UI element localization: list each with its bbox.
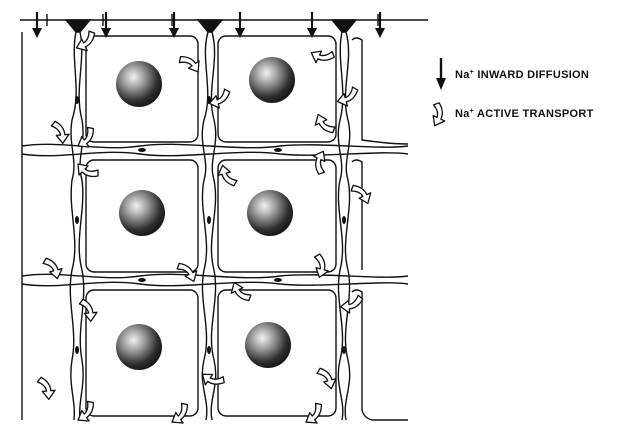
tight-junction-1 (66, 20, 90, 32)
hollow-curved-arrow-icon (216, 165, 240, 186)
nucleus-r2c1 (119, 190, 165, 236)
hollow-curved-arrow-icon (230, 282, 253, 301)
solid-down-arrow-icon (307, 12, 317, 38)
hollow-curved-arrow-icon (337, 84, 358, 108)
nucleus-r1c2 (249, 57, 295, 103)
hollow-curved-arrow-icon (314, 114, 337, 133)
hollow-curved-arrow-icon (40, 258, 64, 279)
hollow-curved-arrow-icon (178, 56, 200, 72)
hollow-curved-arrow-icon (172, 402, 188, 424)
nucleus-r1c1 (116, 61, 162, 107)
hollow-curved-arrow-icon (202, 371, 224, 387)
hollow-curved-arrow-icon (341, 291, 363, 314)
nucleus-r3c2 (245, 322, 291, 368)
junction-horizontal-1b (22, 152, 408, 155)
hollow-curved-arrow-icon (314, 368, 338, 389)
desmosomes (75, 96, 346, 354)
legend: Na+ INWARD DIFFUSION Na+ ACTIVE TRANSPOR… (428, 58, 594, 126)
junction-vertical-mid (202, 32, 208, 420)
hollow-curved-arrow-icon (47, 121, 70, 143)
hollow-curved-arrow-icon (306, 402, 322, 424)
legend-item-inward-diffusion: Na+ INWARD DIFFUSION (436, 58, 589, 90)
solid-down-arrow-icon (436, 58, 446, 90)
junction-vertical-left (70, 32, 76, 420)
solid-down-arrow-icon (375, 12, 385, 38)
cell-fragment-right (352, 38, 408, 420)
tight-junction-3 (332, 20, 356, 32)
hollow-curved-arrow-icon (349, 185, 372, 204)
junction-vertical-right (338, 32, 343, 420)
junction-vertical-left-b (79, 32, 84, 420)
solid-down-arrow-icon (32, 12, 42, 38)
epithelium-tissue (20, 14, 428, 420)
hollow-curved-arrow-icon (33, 377, 56, 399)
junction-vertical-right-b (345, 32, 350, 420)
legend-item-active-transport: Na+ ACTIVE TRANSPORT (428, 103, 594, 126)
solid-down-arrow-icon (169, 12, 179, 38)
hollow-curved-arrow-icon (428, 103, 447, 126)
hollow-curved-arrow-icon (311, 46, 334, 65)
nucleus-r2c2 (247, 190, 293, 236)
junction-vertical-mid-b (211, 32, 216, 420)
legend-label-active-transport: Na+ ACTIVE TRANSPORT (455, 108, 594, 120)
hollow-curved-arrow-icon (75, 299, 98, 321)
solid-down-arrow-icon (235, 12, 245, 38)
hollow-curved-arrow-icon (309, 254, 330, 278)
tight-junction-2 (198, 20, 222, 32)
nucleus-r3c1 (116, 324, 162, 370)
legend-label-inward-diffusion: Na+ INWARD DIFFUSION (455, 69, 589, 81)
